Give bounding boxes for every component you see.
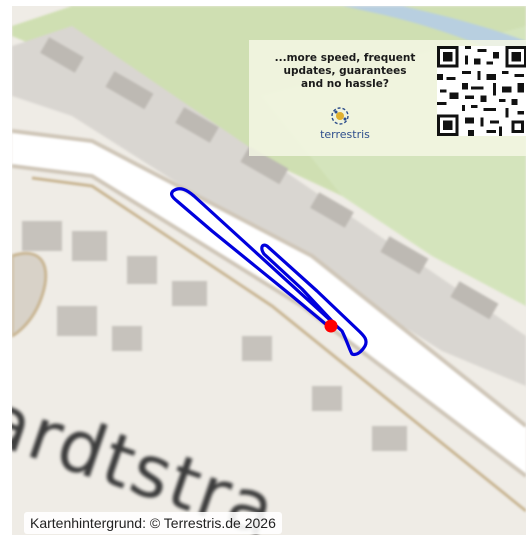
road-edge-south: [12, 164, 526, 478]
road-border-line: [31, 176, 526, 513]
curved-block: [12, 251, 48, 338]
main-road: [12, 131, 526, 476]
buildings-north: [40, 37, 499, 320]
map-viewport[interactable]: ardtstra ...more speed, frequent updates…: [12, 6, 526, 535]
ad-text: ...more speed, frequent updates, guarant…: [274, 52, 416, 90]
buildings-south: [22, 221, 407, 451]
river: [342, 6, 526, 61]
ad-brand-name: terrestris: [320, 128, 370, 141]
building-row-north: [12, 26, 526, 386]
gps-track-line: [170, 187, 368, 357]
map-attribution[interactable]: Kartenhintergrund: © Terrestris.de 2026: [24, 512, 282, 534]
advertisement-banner[interactable]: ...more speed, frequent updates, guarant…: [249, 40, 526, 156]
terrestris-globe-icon: [331, 107, 349, 125]
current-position-marker[interactable]: [324, 319, 338, 333]
road-edge-north: [12, 129, 526, 428]
qr-code-icon[interactable]: [437, 44, 526, 138]
gps-track-layer: [170, 187, 368, 357]
